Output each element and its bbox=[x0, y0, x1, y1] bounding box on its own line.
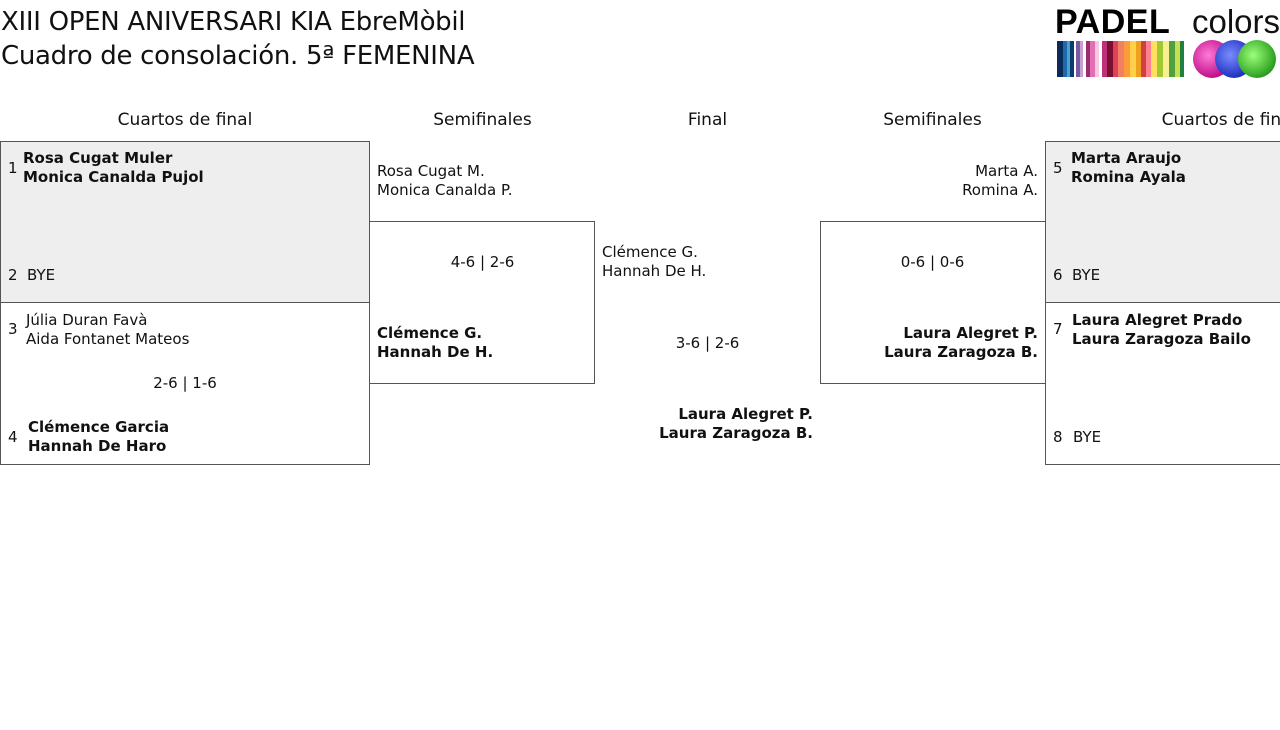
seed-number: 7 bbox=[1053, 320, 1063, 338]
player-name: Romina Ayala bbox=[1071, 168, 1186, 186]
seed-number: 2 bbox=[8, 266, 18, 284]
draw-subtitle: Cuadro de consolación. 5ª FEMENINA bbox=[1, 41, 475, 71]
seed-number: 3 bbox=[8, 320, 18, 338]
player-name: Marta Araujo bbox=[1071, 149, 1182, 167]
left-semi-match bbox=[369, 221, 595, 384]
player-name: Laura Alegret Prado bbox=[1072, 311, 1243, 329]
player-name: Clémence Garcia bbox=[28, 418, 170, 436]
player-name: Hannah De Haro bbox=[28, 437, 167, 455]
player-name: Laura Zaragoza B. bbox=[884, 343, 1038, 361]
player-name: Clémence G. bbox=[602, 243, 698, 261]
logo-padel-word: PADEL bbox=[1055, 3, 1171, 41]
match-score: 4-6 | 2-6 bbox=[450, 253, 515, 271]
seed-number: 6 bbox=[1053, 266, 1063, 284]
seed-number: 5 bbox=[1053, 159, 1063, 177]
round-header-left-quarters: Cuartos de final bbox=[117, 110, 253, 130]
seed-number: 1 bbox=[8, 159, 18, 177]
ball-green-icon bbox=[1238, 40, 1276, 78]
bye-label: BYE bbox=[1072, 266, 1101, 284]
right-quarter-match-1 bbox=[1045, 141, 1280, 303]
player-name-winner: Laura Alegret P. bbox=[678, 405, 813, 423]
round-header-right-semis: Semifinales bbox=[883, 110, 982, 130]
player-name: Hannah De H. bbox=[602, 262, 707, 280]
player-name: Rosa Cugat Muler bbox=[23, 149, 173, 167]
player-name: Laura Zaragoza Bailo bbox=[1072, 330, 1251, 348]
player-name: Romina A. bbox=[962, 181, 1038, 199]
match-score: 3-6 | 2-6 bbox=[675, 334, 740, 352]
player-name: Monica Canalda Pujol bbox=[23, 168, 204, 186]
match-score: 0-6 | 0-6 bbox=[900, 253, 965, 271]
round-header-final: Final bbox=[687, 110, 728, 130]
round-header-left-semis: Semifinales bbox=[433, 110, 532, 130]
bye-label: BYE bbox=[1073, 428, 1102, 446]
seed-number: 8 bbox=[1053, 428, 1063, 446]
player-name: Clémence G. bbox=[377, 324, 483, 342]
player-name: Hannah De H. bbox=[377, 343, 494, 361]
player-name: Rosa Cugat M. bbox=[377, 162, 485, 180]
left-quarter-match-1 bbox=[0, 141, 370, 303]
logo-stripes-graphic bbox=[1057, 41, 1184, 77]
seed-number: 4 bbox=[8, 428, 18, 446]
padel-colors-logo: PADEL colors bbox=[1055, 3, 1280, 79]
round-header-right-quarters: Cuartos de final bbox=[1161, 110, 1280, 130]
right-quarter-match-2 bbox=[1045, 302, 1280, 465]
player-name: Júlia Duran Favà bbox=[26, 311, 148, 329]
match-score: 2-6 | 1-6 bbox=[153, 374, 217, 392]
bye-label: BYE bbox=[27, 266, 56, 284]
player-name: Marta A. bbox=[975, 162, 1038, 180]
player-name: Aida Fontanet Mateos bbox=[26, 330, 190, 348]
player-name: Monica Canalda P. bbox=[377, 181, 513, 199]
player-name: Laura Alegret P. bbox=[903, 324, 1038, 342]
player-name-winner: Laura Zaragoza B. bbox=[659, 424, 813, 442]
tournament-title: XIII OPEN ANIVERSARI KIA EbreMòbil bbox=[1, 7, 466, 37]
logo-colors-word: colors bbox=[1192, 3, 1280, 40]
